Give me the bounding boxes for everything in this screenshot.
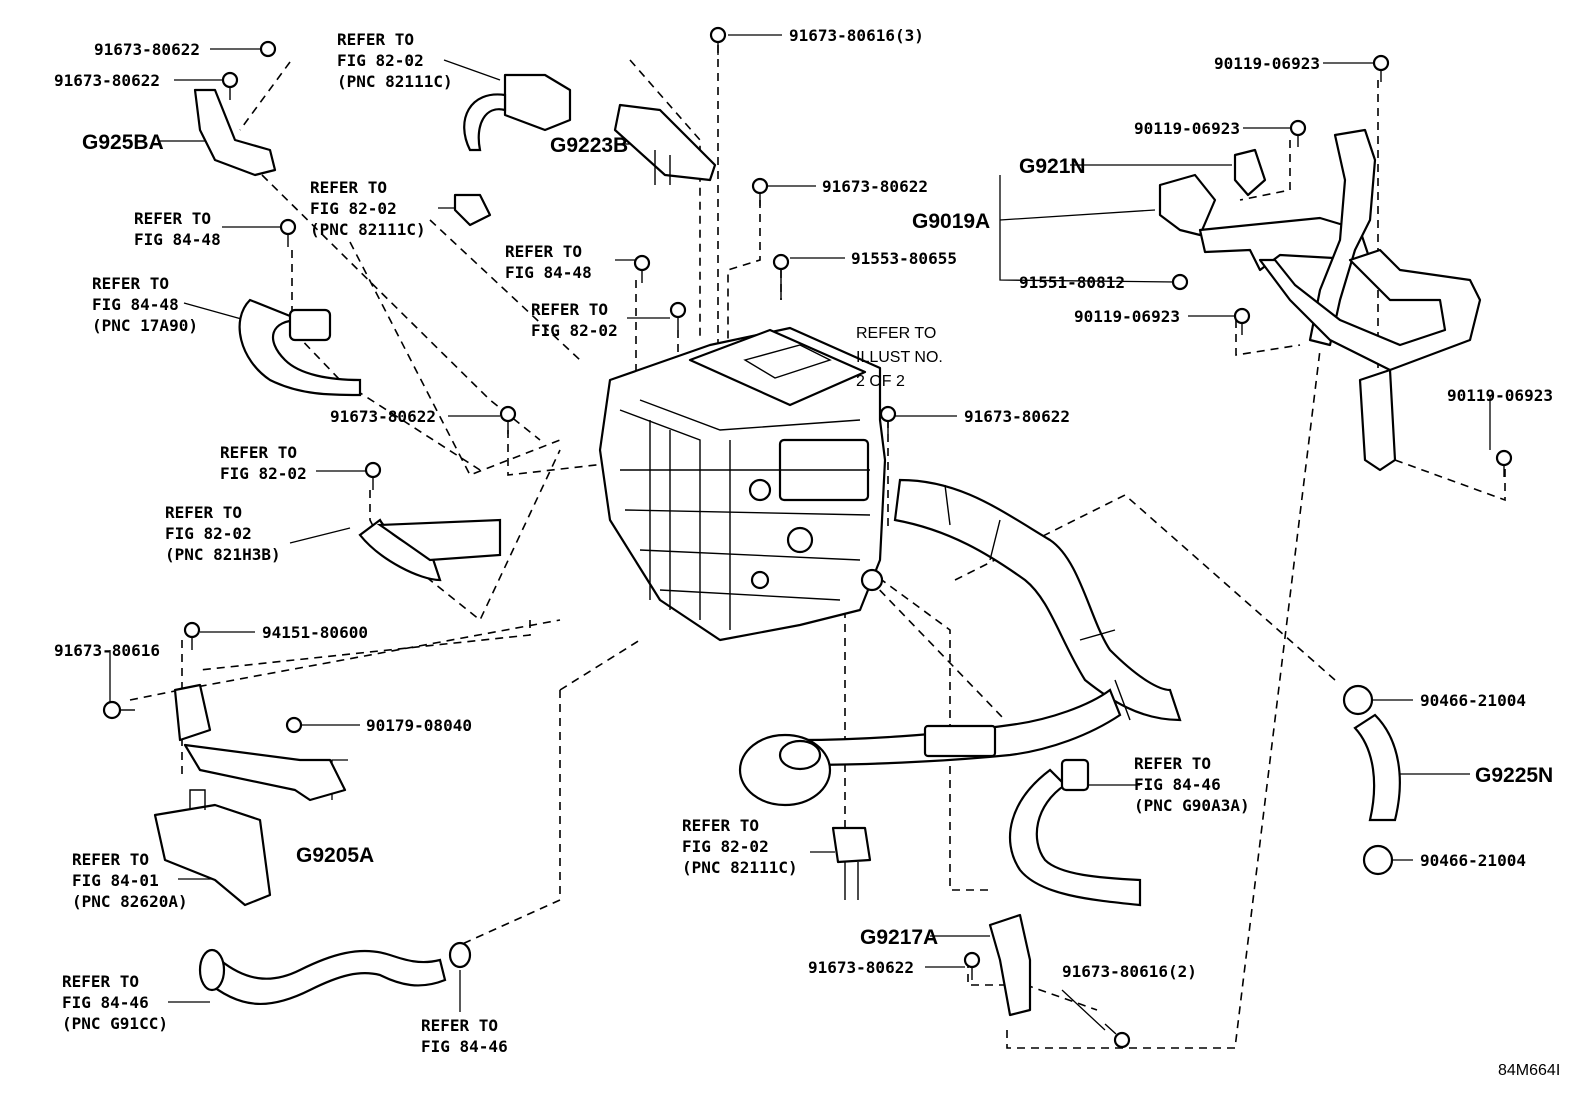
label-fig-84-46-11: FIG 84-46 [1134,775,1221,794]
label-refer-to-illust: REFER TO [856,325,936,342]
label-90466-21004-1: 90466-21004 [1420,691,1526,710]
label-refer-to-13: REFER TO [421,1016,498,1035]
label-pnc-821h3b: (PNC 821H3B) [165,545,281,564]
label-pnc-g90a3a: (PNC G90A3A) [1134,796,1250,815]
label-94151-80600: 94151-80600 [262,623,368,642]
label-90119-06923-3: 90119-06923 [1074,307,1180,326]
label-91673-80622-3: 91673-80622 [822,177,928,196]
label-2-of-2: 2 OF 2 [856,373,905,390]
label-91673-80622-second: 91673-80622 [54,71,160,90]
label-refer-to-8: REFER TO [165,503,242,522]
label-g925ba: G925BA [82,131,164,154]
label-refer-to-4: REFER TO [92,274,169,293]
label-g9223b: G9223B [550,134,628,157]
diagram-code: 84M664I [1498,1062,1560,1079]
label-91673-80622-top: 91673-80622 [94,40,200,59]
label-fig-84-46-12: FIG 84-46 [62,993,149,1012]
label-refer-to-11: REFER TO [1134,754,1211,773]
label-refer-to-5: REFER TO [505,242,582,261]
label-g9217a: G9217A [860,926,938,949]
label-90119-06923-2: 90119-06923 [1134,119,1240,138]
label-fig-82-02-top: FIG 82-02 [337,51,424,70]
label-fig-82-02-7: FIG 82-02 [220,464,307,483]
label-fig-82-02-2: FIG 82-02 [310,199,397,218]
label-g9019a: G9019A [912,210,990,233]
label-g9205a: G9205A [296,844,374,867]
label-90119-06923-1: 90119-06923 [1214,54,1320,73]
label-refer-to-2: REFER TO [310,178,387,197]
callout-labels: 91673-80622 91673-80622 G925BA REFER TO … [54,26,1560,1079]
label-fig-82-02-10: FIG 82-02 [682,837,769,856]
label-91673-80616: 91673-80616 [54,641,160,660]
label-fig-84-48-5: FIG 84-48 [505,263,592,282]
label-91673-80622-5: 91673-80622 [330,407,436,426]
label-refer-to-7: REFER TO [220,443,297,462]
label-91673-80616-2: 91673-80616(2) [1062,962,1197,981]
label-pnc-82111c-2: (PNC 82111C) [310,220,426,239]
bolts [102,26,1513,1049]
label-pnc-g91cc: (PNC G91CC) [62,1014,168,1033]
label-pnc-17a90: (PNC 17A90) [92,316,198,335]
label-90466-21004-2: 90466-21004 [1420,851,1526,870]
label-refer-to-6: REFER TO [531,300,608,319]
label-90179-08040: 90179-08040 [366,716,472,735]
label-91551-80812: 91551-80812 [1019,273,1125,292]
label-91673-80622-4: 91673-80622 [964,407,1070,426]
label-fig-82-02-8: FIG 82-02 [165,524,252,543]
label-fig-84-48-4: FIG 84-48 [92,295,179,314]
inverter-assembly [598,326,887,642]
label-pnc-82111c-10: (PNC 82111C) [682,858,798,877]
label-91553-80655: 91553-80655 [851,249,957,268]
hose-assemblies [198,298,1401,1006]
label-illust-no: ILLUST NO. [856,349,943,366]
label-pnc-82111c-top: (PNC 82111C) [337,72,453,91]
label-fig-84-48-3: FIG 84-48 [134,230,221,249]
label-g9225n: G9225N [1475,764,1553,787]
label-fig-82-02-6: FIG 82-02 [531,321,618,340]
label-pnc-82620a: (PNC 82620A) [72,892,188,911]
label-refer-to-12: REFER TO [62,972,139,991]
label-refer-to-3: REFER TO [134,209,211,228]
label-fig-84-46-13: FIG 84-46 [421,1037,508,1056]
label-refer-to-10: REFER TO [682,816,759,835]
label-91673-80622-6: 91673-80622 [808,958,914,977]
label-fig-84-01: FIG 84-01 [72,871,159,890]
label-refer-to-top: REFER TO [337,30,414,49]
connectors-and-brackets [153,73,1482,1017]
label-g921n: G921N [1019,155,1086,178]
label-91673-80616-3: 91673-80616(3) [789,26,924,45]
label-refer-to-9: REFER TO [72,850,149,869]
label-90119-06923-4: 90119-06923 [1447,386,1553,405]
